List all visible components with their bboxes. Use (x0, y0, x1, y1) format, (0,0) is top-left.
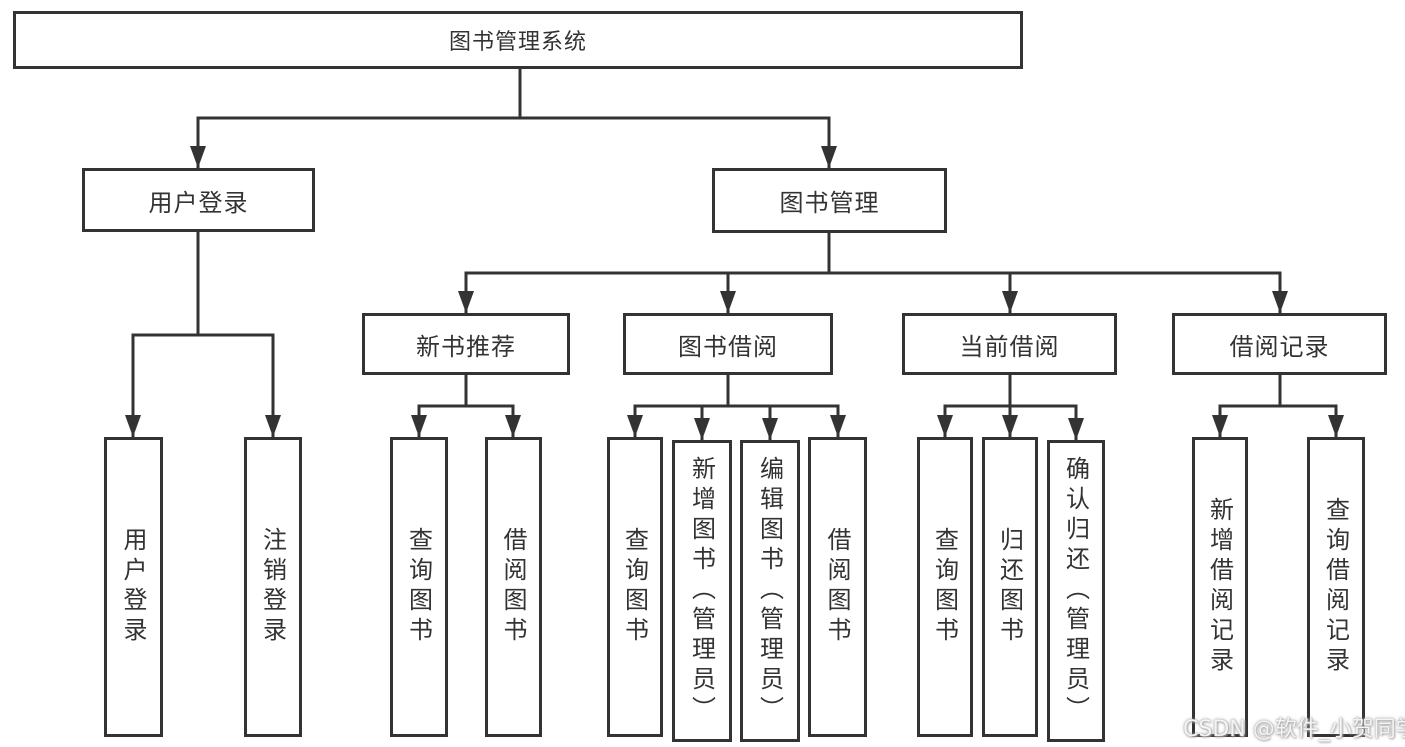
leaf-add-borrow-record: 新增借阅记录 (1192, 437, 1248, 737)
node-borrowing-records: 借阅记录 (1172, 313, 1387, 375)
arrowhead (1002, 291, 1018, 313)
node-label: 归还图书 (995, 527, 1024, 647)
node-label: 新增借阅记录 (1205, 497, 1234, 677)
arrowhead (937, 415, 953, 437)
leaf-query-borrow-record: 查询借阅记录 (1307, 437, 1365, 737)
arrowhead (125, 415, 141, 437)
node-label: 图书借阅 (678, 332, 778, 361)
arrowhead (1272, 291, 1288, 313)
node-label: 图书管理 (779, 189, 880, 217)
arrowhead (505, 415, 521, 437)
connector-book-mgmt-to-level3 (464, 231, 1282, 315)
node-label: 图书管理系统 (448, 30, 587, 55)
node-label: 借阅记录 (1229, 332, 1330, 361)
arrowhead (411, 415, 427, 437)
connector-book-borrow-to-leaves (633, 373, 840, 442)
leaf-return-books: 归还图书 (982, 437, 1038, 737)
arrowhead (821, 146, 837, 168)
node-new-book-recommendation: 新书推荐 (362, 313, 570, 375)
node-label: 查询图书 (930, 527, 959, 647)
leaf-confirm-return-admin: 确认归还（管理员） (1047, 440, 1105, 742)
leaf-logout: 注销登录 (244, 437, 302, 737)
leaf-query-books-current: 查询图书 (917, 437, 973, 737)
leaf-borrow-books-borrowing: 借阅图书 (808, 437, 867, 737)
arrowhead (1068, 418, 1084, 440)
arrowhead (694, 418, 710, 440)
node-label: 借阅图书 (823, 527, 851, 647)
node-label: 当前借阅 (959, 332, 1060, 361)
arrowhead (627, 415, 643, 437)
node-label: 查询图书 (620, 527, 649, 647)
arrowhead (720, 291, 736, 313)
node-label: 借阅图书 (499, 527, 527, 647)
node-label: 查询借阅记录 (1321, 497, 1350, 677)
leaf-user-login: 用户登录 (104, 437, 163, 737)
node-label: 新书推荐 (416, 332, 516, 361)
leaf-query-books-recommend: 查询图书 (390, 437, 448, 737)
csdn-watermark: CSDN @软件_小贺同学 (1183, 717, 1405, 742)
arrowhead (762, 418, 778, 440)
arrowhead (1212, 415, 1228, 437)
connector-new-book-rec-to-leaves (417, 373, 515, 439)
arrowhead (190, 146, 206, 168)
arrowheads (125, 146, 1344, 440)
connector-root-to-level2 (196, 67, 831, 170)
node-label: 注销登录 (258, 527, 287, 647)
node-current-borrowing: 当前借阅 (902, 313, 1117, 375)
node-label: 用户登录 (148, 188, 249, 217)
connector-borrow-records-to-leaves (1218, 373, 1338, 439)
node-label: 用户登录 (119, 527, 147, 647)
arrowhead (458, 291, 474, 313)
node-label: 编辑图书（管理员） (755, 456, 784, 726)
leaf-add-book-admin: 新增图书（管理员） (672, 440, 732, 742)
arrowhead (830, 415, 846, 437)
arrowhead (1002, 415, 1018, 437)
node-library-management-system: 图书管理系统 (13, 11, 1023, 69)
node-user-login: 用户登录 (82, 168, 315, 232)
arrowhead (1328, 415, 1344, 437)
node-book-borrowing: 图书借阅 (623, 313, 833, 375)
node-label: 新增图书（管理员） (687, 456, 716, 726)
node-book-management: 图书管理 (712, 168, 947, 233)
node-label: 查询图书 (404, 527, 433, 647)
leaf-edit-book-admin: 编辑图书（管理员） (740, 440, 800, 742)
node-label: 确认归还（管理员） (1061, 456, 1090, 726)
arrowhead (265, 415, 281, 437)
connector-user-login-to-leaves (131, 230, 275, 439)
leaf-query-books-borrowing: 查询图书 (607, 437, 663, 737)
leaf-borrow-books-recommend: 借阅图书 (485, 437, 542, 737)
